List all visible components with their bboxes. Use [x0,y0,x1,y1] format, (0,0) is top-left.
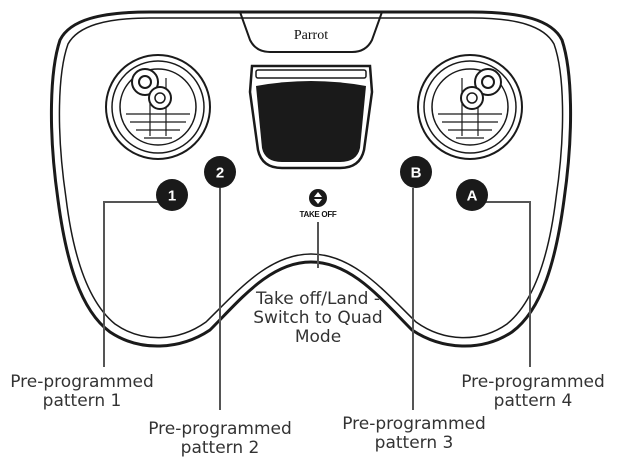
callout-p1-line2: pattern 1 [42,391,122,411]
callout-p1-line1: Pre-programmed [10,372,154,392]
button-b[interactable]: B [400,156,432,188]
right-joystick [417,54,523,160]
center-holder [248,64,374,170]
callout-pattern-1: Pre-programmed pattern 1 [2,373,162,411]
svg-text:2: 2 [216,165,224,182]
callout-p3-line2: pattern 3 [374,433,454,453]
callout-takeoff-line3: Mode [294,327,342,347]
callout-p2-line2: pattern 2 [180,438,260,458]
brand-plate [238,11,384,53]
callout-p2-line1: Pre-programmed [148,419,292,439]
callout-pattern-3: Pre-programmed pattern 3 [324,415,504,453]
svg-text:B: B [411,165,422,182]
svg-text:1: 1 [168,188,176,205]
controller-inner-outline [58,17,564,339]
button-1[interactable]: 1 [156,179,188,211]
leader-lines [103,188,531,410]
callout-p4-line2: pattern 4 [493,391,573,411]
takeoff-up-arrow-icon [314,192,322,197]
callout-takeoff: Take off/Land - Switch to Quad Mode [228,290,408,347]
callout-takeoff-line1: Take off/Land - [256,289,380,309]
button-a[interactable]: A [456,179,488,211]
callout-takeoff-line2: Switch to Quad [253,308,383,328]
callout-pattern-4: Pre-programmed pattern 4 [448,373,618,411]
brand-logo: Parrot [294,28,328,43]
controller-outline [49,10,573,348]
left-joystick [105,54,211,160]
callout-p3-line1: Pre-programmed [342,414,486,434]
callout-pattern-2: Pre-programmed pattern 2 [130,420,310,458]
center-holder-ridge [255,69,367,79]
callout-p4-line1: Pre-programmed [461,372,605,392]
takeoff-button[interactable] [309,189,327,207]
takeoff-label: TAKE OFF [299,210,336,219]
svg-text:A: A [467,188,478,205]
center-holder-inner [256,81,366,162]
takeoff-down-arrow-icon [314,199,322,204]
button-2[interactable]: 2 [204,156,236,188]
leader-p4 [474,201,531,367]
leader-p1 [103,201,160,367]
